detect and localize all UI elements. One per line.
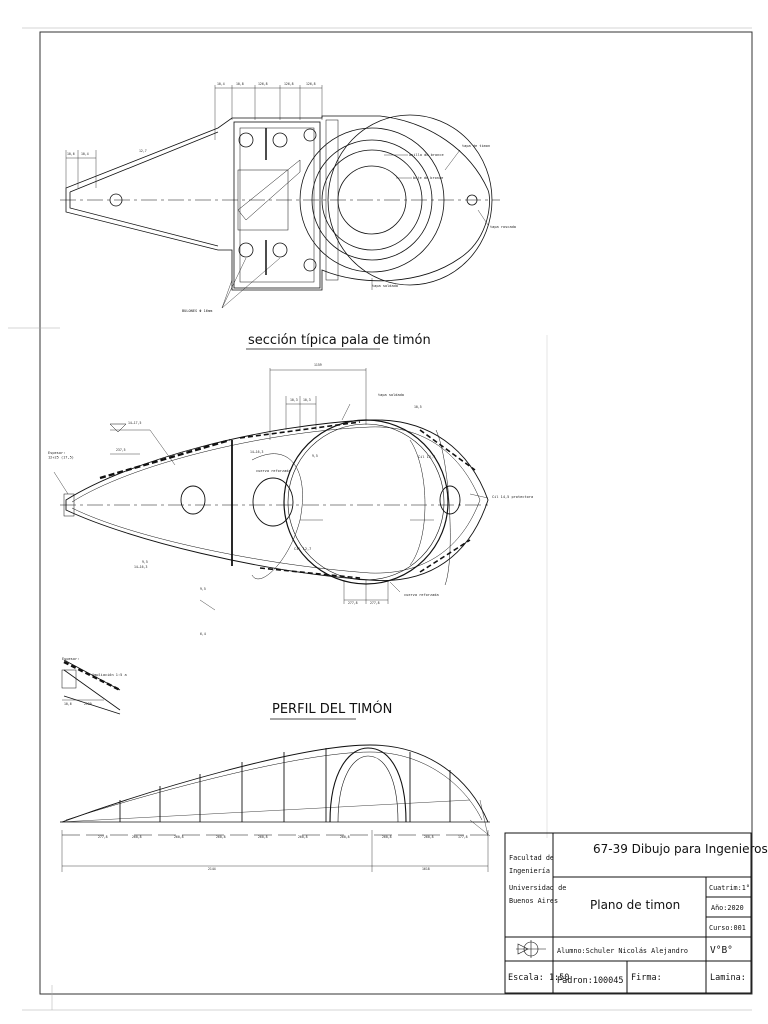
section-detail	[61, 659, 121, 715]
institution-line-4: Buenos Aires	[509, 897, 558, 905]
university-emblem	[516, 940, 546, 958]
anio: Año:2020	[711, 904, 744, 912]
detail-dim-2: 2120	[84, 702, 92, 706]
institution-line-2: Ingeniería	[509, 867, 550, 875]
plan-top-dim-5: 126,8	[306, 82, 316, 86]
lamina: Lamina:	[710, 973, 746, 983]
plan-angle-dim: 12,7	[139, 149, 147, 153]
profile-seg-7: 260,8	[340, 835, 350, 839]
section-dim-left-1: 14–17,5	[128, 421, 142, 425]
section-small-dim-2: 14–16,3	[134, 565, 148, 569]
section-bottom-dim-2: 277,8	[370, 601, 380, 605]
detail-dim-1: 10,6	[64, 702, 72, 706]
label-cil-protectora: Cil 14,5 protectora	[492, 495, 533, 499]
detail-ampliacion: Ampliación 1:5 a	[92, 673, 127, 677]
plan-top-dim-1: 10,4	[217, 82, 225, 86]
title-block-texts: Facultad de Ingeniería Universidad de Bu…	[508, 842, 768, 986]
plan-top-dim-3: 126,8	[258, 82, 268, 86]
sheet-frame	[8, 27, 753, 1011]
profile-view-texts: 277,8 260,8 260,8 260,8 260,8 260,8 260,…	[98, 835, 468, 871]
section-title: sección típica pala de timón	[248, 333, 431, 348]
label-cuerva-reforzada-1: cuerva reforzada	[256, 469, 291, 473]
profile-seg-9: 260,8	[424, 835, 434, 839]
profile-overall-2: 1618	[422, 867, 430, 871]
cuatrimestre: Cuatrim:1°	[709, 884, 750, 892]
alumno: Alumno:Schuler Nicolás Alejandro	[557, 947, 688, 955]
section-espesor: Espesor:12+25 (17,5)	[48, 451, 74, 459]
plan-left-dim-2: 10,4	[81, 152, 89, 156]
institution-line-1: Facultad de	[509, 854, 554, 862]
title-block	[504, 832, 752, 994]
plan-top-dim-4: 126,8	[284, 82, 294, 86]
detail-espesor: Espesor:	[62, 657, 79, 661]
section-bottom-dim-1: 277,8	[348, 601, 358, 605]
section-top-dim: 1159	[314, 363, 322, 367]
profile-view	[59, 744, 491, 872]
profile-seg-4: 260,8	[216, 835, 226, 839]
section-sub-dim-1: 10,3	[290, 398, 298, 402]
profile-seg-1: 277,8	[98, 835, 108, 839]
label-bulones: BULONES Φ 16mm	[182, 309, 212, 313]
profile-seg-10: 177,8	[458, 835, 468, 839]
escala: Escala: 1:50	[508, 973, 569, 983]
label-section-tapa-soldada: tapa soldada	[378, 393, 404, 397]
drawing-name: Plano de timon	[590, 898, 680, 912]
section-small-dim-5: 10,5	[414, 405, 422, 409]
profile-seg-6: 260,8	[298, 835, 308, 839]
curso: Curso:001	[709, 924, 746, 932]
profile-title: PERFIL DEL TIMÓN	[272, 701, 392, 717]
plan-view-texts: 10,4 10,8 126,8 126,8 126,8 10,6 10,4 12…	[67, 82, 516, 313]
section-small-dim-1: 9,5	[200, 587, 206, 591]
label-buje-bronce: buje de bronce	[413, 176, 443, 180]
label-tapa-soldada: tapa soldada	[372, 284, 398, 288]
plan-top-dim-2: 10,8	[236, 82, 244, 86]
profile-seg-8: 260,8	[382, 835, 392, 839]
section-dim-left-2: 237,5	[116, 448, 126, 452]
institution-line-3: Universidad de	[509, 884, 566, 892]
profile-view-title: PERFIL DEL TIMÓN	[270, 701, 392, 720]
plan-view	[60, 85, 500, 309]
label-tapa-roscada: tapa roscada	[490, 225, 516, 229]
label-anillo-bronce: anillo de bronce	[409, 153, 444, 157]
section-dim-left-3: 14–16,3	[250, 450, 264, 454]
section-view-title: sección típica pala de timón	[246, 333, 431, 350]
course-title: 67-39 Dibujo para Ingenieros	[593, 842, 768, 856]
plan-left-dim-1: 10,6	[67, 152, 75, 156]
section-sub-dim-2: 10,3	[303, 398, 311, 402]
section-view-texts: 1159 10,3 10,3 14–17,5 237,5 14–16,3 9,5…	[48, 363, 533, 636]
section-dim-left-4: 9,5	[312, 454, 318, 458]
section-small-dim-4: 6,4	[200, 632, 206, 636]
label-cil-1: Cil 12,7	[294, 547, 311, 551]
profile-seg-5: 260,8	[258, 835, 268, 839]
profile-seg-2: 260,8	[132, 835, 142, 839]
profile-overall-1: 2144	[208, 867, 216, 871]
profile-seg-3: 260,8	[174, 835, 184, 839]
label-tapa-timon: tapa de timon	[462, 144, 490, 148]
section-detail-texts: Espesor: Ampliación 1:5 a 10,6 2120	[62, 657, 127, 706]
label-cuerva-reforzada-2: cuerva reforzada	[404, 593, 439, 597]
section-small-dim-3: 9,5	[142, 560, 148, 564]
label-cil-2: Cil 12,7	[418, 455, 435, 459]
grupo: V°B°	[710, 945, 733, 956]
firma: Firma:	[631, 973, 662, 983]
section-view	[53, 368, 490, 611]
padron: Padron:100045	[557, 976, 624, 986]
